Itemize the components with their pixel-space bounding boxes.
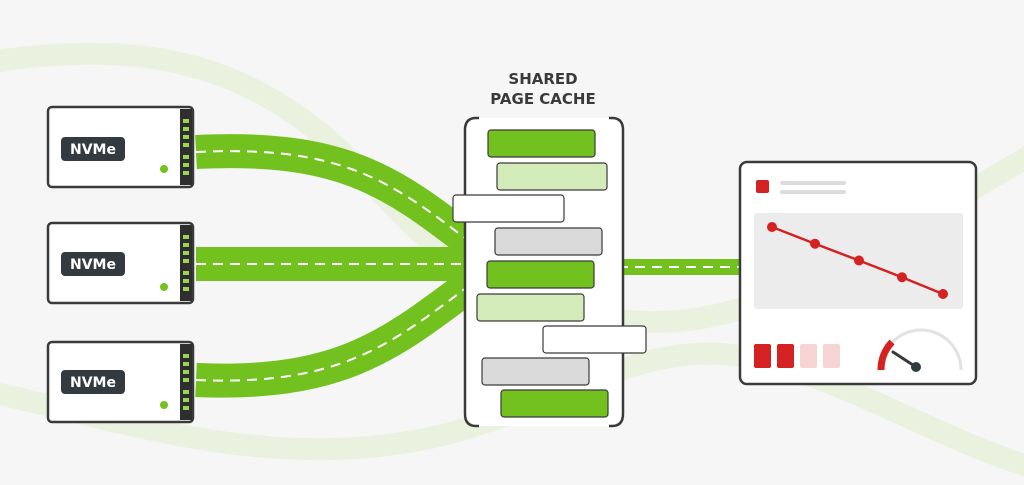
- data-paths: [195, 134, 742, 398]
- status-tiles: [754, 344, 840, 368]
- cache-block-cold: [494, 227, 603, 256]
- trend-line-chart: [767, 222, 948, 299]
- cache-block-hot: [500, 389, 609, 418]
- nvme-drive: NVMe: [46, 221, 195, 305]
- dashboard-title-placeholder: [780, 181, 846, 185]
- status-tile: [777, 344, 794, 368]
- nvme-label: NVMe: [70, 375, 116, 391]
- drive-status-led: [160, 283, 168, 291]
- status-tile: [823, 344, 840, 368]
- trend-point: [810, 238, 820, 249]
- nvme-label: NVMe: [70, 142, 116, 158]
- cache-block-hot: [486, 260, 595, 289]
- nvme-drive: NVMe: [46, 340, 195, 424]
- dashboard-indicator: [756, 180, 769, 193]
- drive-status-led: [160, 401, 168, 409]
- nvme-label-badge: [61, 137, 125, 161]
- nvme-label-badge: [61, 252, 125, 276]
- dashboard-subtitle-placeholder: [780, 190, 846, 194]
- trend-point: [938, 289, 948, 299]
- cache-bracket-right: [609, 116, 625, 428]
- cache-block-evicted: [452, 194, 565, 223]
- drive-status-led: [160, 165, 168, 173]
- cache-block-evicted: [542, 325, 647, 354]
- cache-block-cold: [481, 357, 590, 386]
- nvme-label-badge: [61, 370, 125, 394]
- nvme-label: NVMe: [70, 257, 116, 273]
- shared-page-cache: SHARED PAGE CACHE: [452, 70, 647, 428]
- trend-point: [897, 272, 907, 283]
- cache-bracket-left: [463, 116, 479, 428]
- cache-title-line-2: PAGE CACHE: [490, 90, 595, 108]
- trend-point: [767, 222, 777, 232]
- nvme-drives: NVMe NVMe NV: [46, 105, 195, 424]
- nvme-drive: NVMe: [46, 105, 195, 189]
- monitoring-dashboard: [738, 160, 978, 386]
- cache-blocks: [452, 129, 647, 418]
- trend-point: [854, 255, 864, 266]
- status-tile: [800, 344, 817, 368]
- cache-block-warm: [476, 293, 585, 322]
- status-tile: [754, 344, 771, 368]
- speedometer-icon: [877, 328, 963, 372]
- cache-title-line-1: SHARED: [508, 70, 577, 88]
- cache-block-warm: [496, 162, 608, 191]
- cache-block-hot: [487, 129, 596, 158]
- data-path-nvme-1: [195, 134, 481, 256]
